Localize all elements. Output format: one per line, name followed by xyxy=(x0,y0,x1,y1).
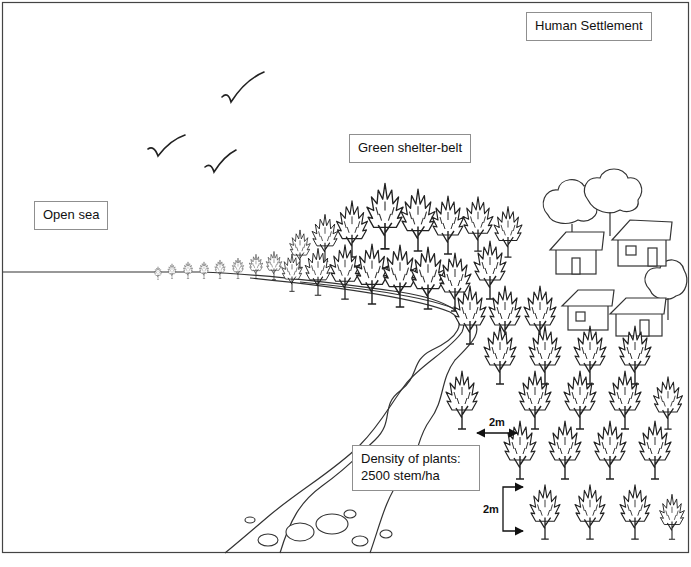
tree xyxy=(337,201,368,257)
tree xyxy=(446,371,478,429)
tree xyxy=(282,254,303,291)
tree xyxy=(609,371,641,429)
house xyxy=(612,220,672,266)
box-text: Green shelter-belt xyxy=(358,140,462,157)
label-box: Open sea xyxy=(34,201,108,230)
round-tree xyxy=(584,169,641,213)
box-text: Density of plants: 2500 stem/ha xyxy=(361,451,471,485)
box-text: Open sea xyxy=(43,207,99,224)
shoreline xyxy=(3,272,477,553)
bird xyxy=(205,150,236,172)
tree xyxy=(660,494,685,539)
tree xyxy=(494,207,522,258)
dimension-label: 2m xyxy=(488,416,506,429)
tree xyxy=(654,377,683,429)
tree xyxy=(367,183,403,248)
tree xyxy=(454,286,486,344)
rock xyxy=(344,510,356,518)
label-box: Density of plants: 2500 stem/ha xyxy=(352,445,480,491)
tree xyxy=(620,485,650,539)
house-wall xyxy=(616,312,662,336)
box-text: Human Settlement xyxy=(535,18,643,35)
tree xyxy=(564,371,596,429)
tree xyxy=(249,254,262,278)
label-box: Green shelter-belt xyxy=(349,134,471,163)
settlement xyxy=(543,169,687,336)
tree xyxy=(432,196,464,254)
shelter-belt-trees xyxy=(154,183,684,539)
house-roof xyxy=(612,220,672,240)
tree xyxy=(355,244,388,304)
house-wall xyxy=(556,248,596,274)
tree xyxy=(168,264,176,279)
house-roof xyxy=(550,232,604,250)
tree xyxy=(484,326,516,384)
dimension-label: 2m xyxy=(482,503,500,516)
rock xyxy=(316,514,348,534)
tree xyxy=(463,197,493,251)
tree xyxy=(639,421,671,479)
tree xyxy=(266,251,281,279)
tree xyxy=(215,260,225,279)
house xyxy=(550,232,604,274)
tree xyxy=(530,485,560,539)
rock xyxy=(245,517,255,523)
house-door xyxy=(648,248,657,266)
house-roof xyxy=(562,290,614,306)
tree xyxy=(199,262,208,279)
tree xyxy=(232,258,243,279)
tree xyxy=(504,421,536,479)
tree xyxy=(575,485,605,539)
wave-line xyxy=(250,278,459,553)
label-box: Human Settlement xyxy=(526,12,652,41)
tree xyxy=(549,421,581,479)
tree xyxy=(411,247,445,309)
tree xyxy=(183,262,192,279)
dimension-arrow xyxy=(477,432,517,433)
rocks xyxy=(245,510,392,546)
tree xyxy=(401,189,435,251)
tree xyxy=(305,248,331,295)
tree xyxy=(594,421,626,479)
house-wall xyxy=(618,238,666,266)
tree xyxy=(383,245,417,307)
dimension-bracket xyxy=(503,487,523,531)
bird xyxy=(222,72,264,102)
house-window xyxy=(626,246,636,255)
tree xyxy=(330,245,360,299)
tree xyxy=(474,241,506,299)
land-edge xyxy=(300,282,477,553)
water-edge xyxy=(3,272,464,553)
house-wall xyxy=(568,304,608,330)
tree xyxy=(519,371,551,429)
birds xyxy=(148,72,264,172)
rock xyxy=(380,530,392,538)
house-roof xyxy=(610,298,666,314)
tree xyxy=(312,214,338,261)
rock xyxy=(352,536,368,546)
spacing-arrows xyxy=(477,433,523,531)
house-door xyxy=(572,258,580,274)
rock xyxy=(286,523,314,541)
house xyxy=(610,298,666,336)
tree xyxy=(154,267,161,280)
house-window xyxy=(576,312,585,321)
bird xyxy=(148,135,185,156)
house xyxy=(562,290,614,330)
rock xyxy=(258,534,278,546)
frame xyxy=(3,3,689,553)
